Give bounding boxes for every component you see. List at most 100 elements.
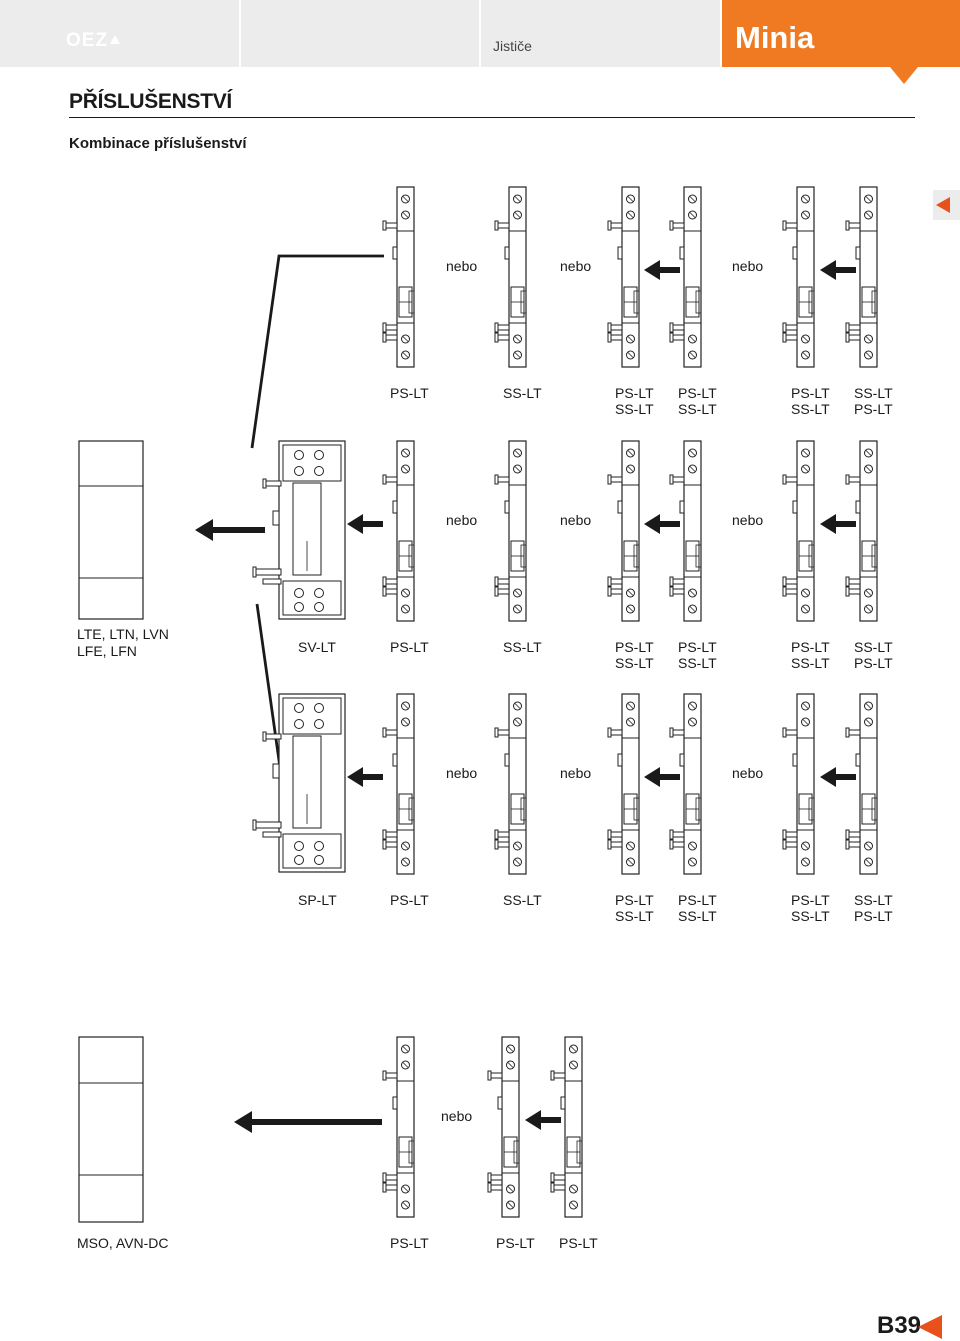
ps-label: PS-LT bbox=[390, 892, 429, 908]
sv-label: SV-LT bbox=[298, 639, 336, 655]
left-arrow-icon bbox=[820, 767, 856, 787]
ss-label: SS-LT bbox=[854, 385, 893, 401]
group-2-modules: nebo PS-LT PS-LT PS-LT bbox=[382, 1036, 598, 1251]
brand-notch bbox=[890, 67, 918, 84]
ss-label: SS-LT bbox=[615, 908, 654, 924]
release-module-icon bbox=[252, 693, 346, 873]
ps-label: PS-LT bbox=[390, 385, 429, 401]
row-2: nebo nebo nebo SV-LT PS-LT SS-LT PS-LT S… bbox=[252, 440, 893, 671]
or-label: nebo bbox=[560, 258, 591, 274]
left-arrow-icon bbox=[644, 767, 680, 787]
contact-module-icon bbox=[382, 186, 415, 368]
release-module-icon bbox=[252, 440, 346, 620]
contact-module-icon bbox=[494, 186, 527, 368]
or-label: nebo bbox=[441, 1108, 472, 1124]
ss-label: SS-LT bbox=[503, 892, 542, 908]
left-arrow-icon bbox=[234, 1111, 382, 1133]
or-label: nebo bbox=[732, 512, 763, 528]
left-arrow-icon bbox=[644, 260, 680, 280]
or-label: nebo bbox=[446, 512, 477, 528]
row-3: nebo nebo nebo SP-LT PS-LT SS-LT PS-LT S… bbox=[252, 693, 893, 924]
page-arrow-icon[interactable] bbox=[918, 1315, 942, 1339]
ps-label: PS-LT bbox=[854, 908, 893, 924]
ps-label: PS-LT bbox=[854, 401, 893, 417]
logo-triangle-icon bbox=[110, 35, 121, 44]
ss-label: SS-LT bbox=[678, 908, 717, 924]
contact-module-icon bbox=[607, 440, 640, 622]
sp-label: SP-LT bbox=[298, 892, 337, 908]
contact-module-icon bbox=[607, 693, 640, 875]
ps-label: PS-LT bbox=[791, 639, 830, 655]
ps-label: PS-LT bbox=[390, 639, 429, 655]
or-label: nebo bbox=[446, 765, 477, 781]
left-arrow-icon bbox=[936, 197, 950, 213]
left-arrow-icon bbox=[525, 1110, 561, 1130]
oez-logo: OEZ bbox=[66, 30, 121, 52]
contact-module-icon bbox=[845, 693, 878, 875]
breaker-module-icon bbox=[78, 1036, 144, 1223]
brand-name: Minia bbox=[735, 20, 815, 55]
ss-label: SS-LT bbox=[503, 639, 542, 655]
contact-module-icon bbox=[669, 440, 702, 622]
ss-label: SS-LT bbox=[615, 655, 654, 671]
left-arrow-icon bbox=[644, 514, 680, 534]
ss-label: SS-LT bbox=[791, 908, 830, 924]
contact-module-icon bbox=[845, 440, 878, 622]
row-1: nebo nebo nebo PS-LT SS-LT PS-LT SS-LT P… bbox=[382, 186, 893, 417]
contact-module-icon bbox=[382, 693, 415, 875]
contact-module-icon bbox=[669, 693, 702, 875]
ps-label: PS-LT bbox=[678, 892, 717, 908]
or-label: nebo bbox=[446, 258, 477, 274]
ss-label: SS-LT bbox=[791, 655, 830, 671]
contact-module-icon bbox=[782, 440, 815, 622]
left-arrow-icon bbox=[195, 519, 265, 541]
page-title: PŘÍSLUŠENSTVÍ bbox=[69, 90, 232, 113]
ss-label: SS-LT bbox=[678, 401, 717, 417]
brand-banner: Minia bbox=[722, 0, 960, 67]
page-header: OEZ Jističe bbox=[0, 0, 960, 67]
ss-label: SS-LT bbox=[854, 639, 893, 655]
ss-label: SS-LT bbox=[854, 892, 893, 908]
contact-module-icon bbox=[845, 186, 878, 368]
contact-module-icon bbox=[550, 1036, 583, 1218]
ps-label: PS-LT bbox=[791, 385, 830, 401]
contact-module-icon bbox=[487, 1036, 520, 1218]
ps-label: PS-LT bbox=[615, 385, 654, 401]
contact-module-icon bbox=[607, 186, 640, 368]
ps-label: PS-LT bbox=[559, 1235, 598, 1251]
left-arrow-icon bbox=[347, 514, 383, 534]
or-label: nebo bbox=[560, 512, 591, 528]
contact-module-icon bbox=[782, 186, 815, 368]
contact-module-icon bbox=[782, 693, 815, 875]
ps-label: PS-LT bbox=[678, 639, 717, 655]
ps-label: PS-LT bbox=[615, 639, 654, 655]
ps-label: PS-LT bbox=[854, 655, 893, 671]
breaker-module-icon bbox=[78, 440, 144, 620]
ss-label: SS-LT bbox=[678, 655, 717, 671]
section-name: Jističe bbox=[493, 38, 532, 54]
title-rule bbox=[69, 117, 915, 118]
ss-label: SS-LT bbox=[503, 385, 542, 401]
contact-module-icon bbox=[494, 693, 527, 875]
ps-label: PS-LT bbox=[496, 1235, 535, 1251]
left-arrow-icon bbox=[820, 260, 856, 280]
logo-cell: OEZ bbox=[0, 0, 241, 67]
breaker-label-mso: MSO, AVN-DC bbox=[77, 1235, 169, 1251]
contact-module-icon bbox=[382, 1036, 415, 1218]
contact-module-icon bbox=[382, 440, 415, 622]
ps-label: PS-LT bbox=[615, 892, 654, 908]
ps-label: PS-LT bbox=[791, 892, 830, 908]
breaker-label-2: LFE, LFN bbox=[77, 643, 137, 659]
left-arrow-icon bbox=[820, 514, 856, 534]
ss-label: SS-LT bbox=[615, 401, 654, 417]
ps-label: PS-LT bbox=[390, 1235, 429, 1251]
section-cell: Jističe bbox=[481, 0, 722, 67]
or-label: nebo bbox=[732, 765, 763, 781]
contact-module-icon bbox=[494, 440, 527, 622]
ss-label: SS-LT bbox=[791, 401, 830, 417]
page-subtitle: Kombinace příslušenství bbox=[69, 135, 247, 152]
breaker-label-1: LTE, LTN, LVN bbox=[77, 626, 169, 642]
side-nav-tab[interactable] bbox=[933, 190, 960, 220]
left-arrow-icon bbox=[347, 767, 383, 787]
